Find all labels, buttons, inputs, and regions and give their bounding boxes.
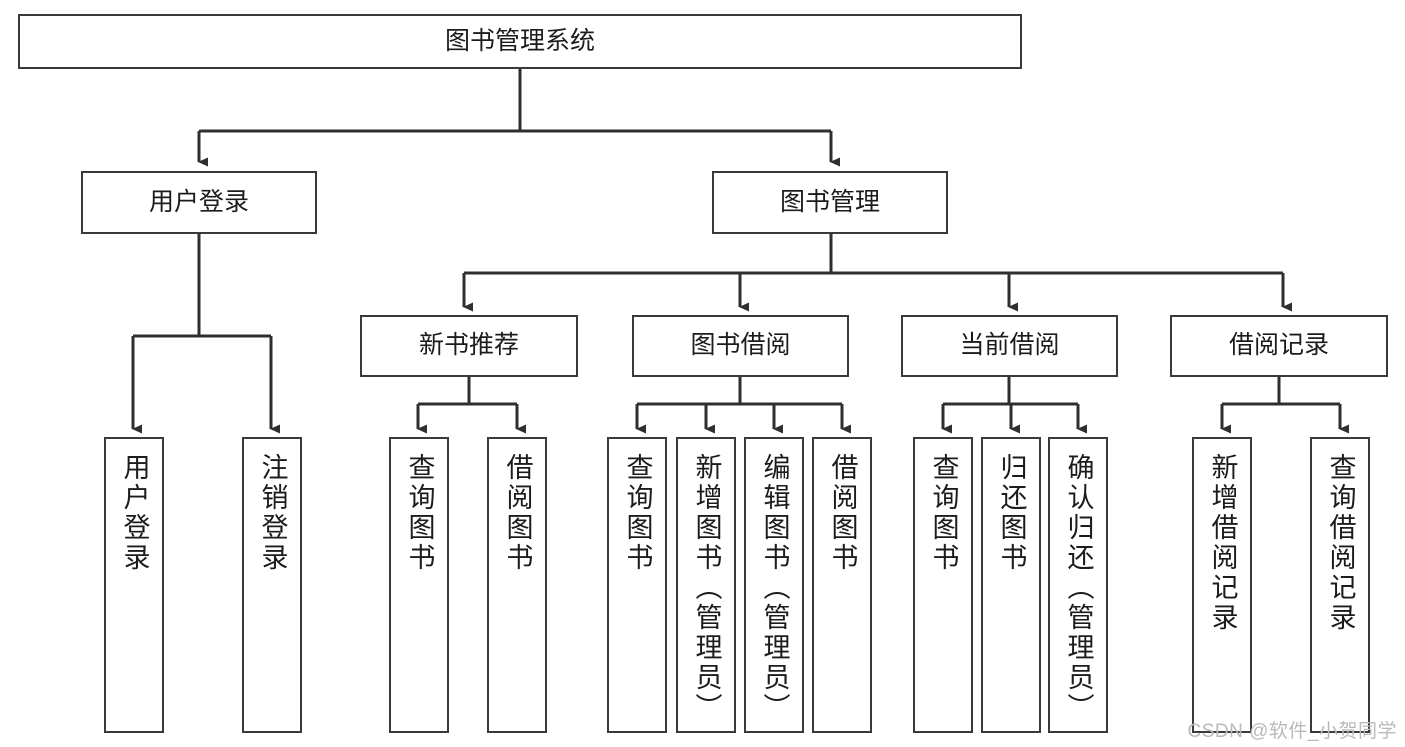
node-label: 确认归还（管理员） — [1063, 453, 1094, 723]
node-borrow-record[interactable]: 借阅记录 — [1170, 315, 1388, 377]
node-leaf-confirm-return-admin[interactable]: 确认归还（管理员） — [1048, 437, 1108, 733]
node-label: 新书推荐 — [418, 331, 519, 360]
node-label: 查询图书 — [404, 453, 435, 573]
node-leaf-query-book-3[interactable]: 查询图书 — [913, 437, 973, 733]
node-root-book-management-system[interactable]: 图书管理系统 — [18, 14, 1022, 69]
node-leaf-query-book-1[interactable]: 查询图书 — [389, 437, 449, 733]
node-label: 新增图书（管理员） — [691, 453, 722, 723]
node-label: 当前借阅 — [959, 331, 1060, 360]
node-label: 借阅图书 — [502, 453, 533, 573]
node-book-management[interactable]: 图书管理 — [712, 171, 948, 234]
node-label: 用户登录 — [148, 187, 249, 216]
node-leaf-user-login[interactable]: 用户登录 — [104, 437, 164, 733]
node-label: 新增借阅记录 — [1207, 453, 1238, 633]
node-leaf-add-book-admin[interactable]: 新增图书（管理员） — [676, 437, 736, 733]
node-leaf-logout-login[interactable]: 注销登录 — [242, 437, 302, 733]
node-label: 归还图书 — [996, 453, 1027, 573]
node-current-borrow[interactable]: 当前借阅 — [901, 315, 1118, 377]
node-leaf-borrow-book-2[interactable]: 借阅图书 — [812, 437, 872, 733]
node-label: 注销登录 — [257, 453, 288, 573]
node-book-borrow[interactable]: 图书借阅 — [632, 315, 849, 377]
node-label: 借阅记录 — [1228, 331, 1329, 360]
node-leaf-query-book-2[interactable]: 查询图书 — [607, 437, 667, 733]
node-new-book-recommend[interactable]: 新书推荐 — [360, 315, 578, 377]
node-label: 用户登录 — [119, 453, 150, 573]
csdn-watermark: CSDN @软件_小贺同学 — [1187, 721, 1397, 742]
node-leaf-add-borrow-record[interactable]: 新增借阅记录 — [1192, 437, 1252, 733]
node-label: 查询图书 — [622, 453, 653, 573]
node-label: 编辑图书（管理员） — [759, 453, 790, 723]
node-label: 图书借阅 — [690, 331, 791, 360]
node-label: 查询图书 — [928, 453, 959, 573]
node-leaf-edit-book-admin[interactable]: 编辑图书（管理员） — [744, 437, 804, 733]
node-leaf-return-book[interactable]: 归还图书 — [981, 437, 1041, 733]
node-label: 查询借阅记录 — [1325, 453, 1356, 633]
node-leaf-query-borrow-record[interactable]: 查询借阅记录 — [1310, 437, 1370, 733]
node-label: 图书管理 — [779, 187, 880, 216]
node-label: 图书管理系统 — [444, 26, 595, 55]
node-leaf-borrow-book-1[interactable]: 借阅图书 — [487, 437, 547, 733]
node-label: 借阅图书 — [827, 453, 858, 573]
node-user-login[interactable]: 用户登录 — [81, 171, 317, 234]
